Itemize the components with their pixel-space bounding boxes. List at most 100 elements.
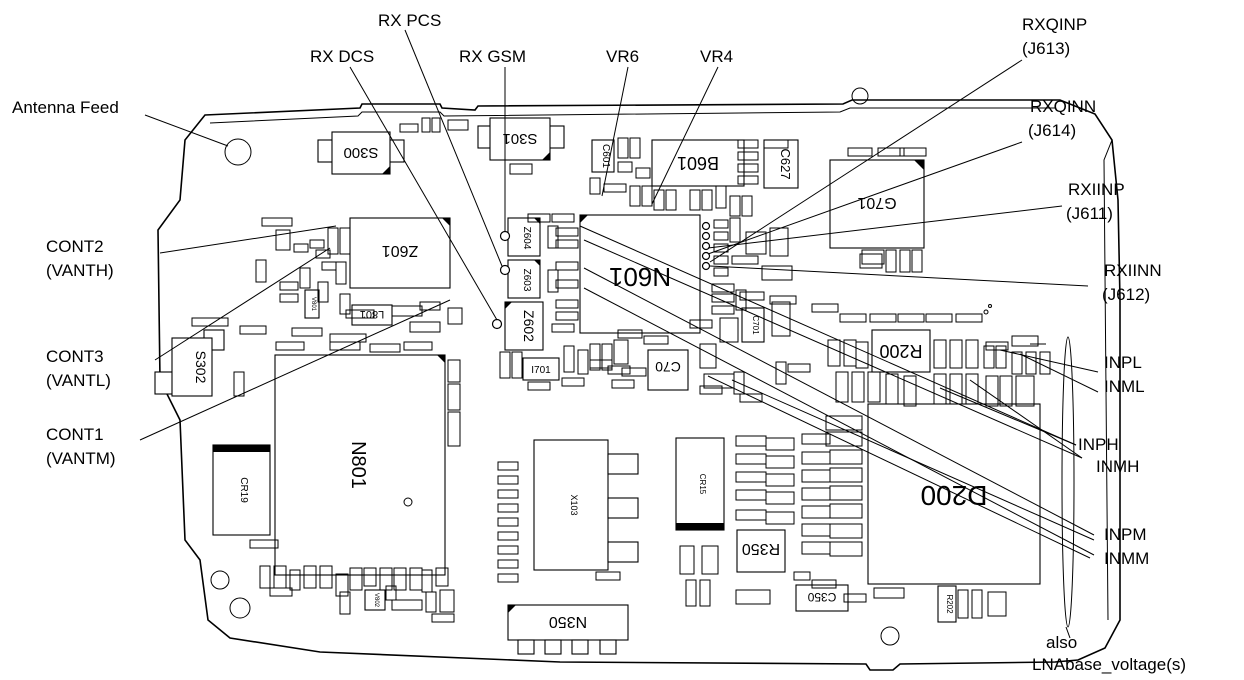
component-c601: C601 — [591, 139, 615, 173]
n601-pin-3 — [701, 241, 711, 251]
component-g701: G701 — [829, 159, 925, 249]
leader-inpm — [583, 267, 1095, 536]
leader-inpl — [999, 349, 1099, 373]
z602-test-point — [491, 318, 503, 330]
leader-rx-pcs — [404, 29, 503, 267]
component-n801: N801 — [274, 354, 446, 576]
l801-label: L801 — [360, 308, 384, 320]
leader-cont3 — [154, 247, 331, 361]
x103-label: X103 — [569, 494, 579, 515]
leader-antenna-feed — [144, 114, 229, 147]
component-z602: Z602 — [504, 301, 544, 351]
c601-label: C601 — [600, 144, 611, 168]
r200-label: R200 — [879, 341, 922, 361]
v801-label: V801 — [310, 297, 316, 312]
d200-label: D200 — [921, 480, 988, 511]
callout-cont3: CONT3 — [46, 347, 104, 366]
r202-label: R202 — [945, 594, 954, 614]
c627-label: C627 — [778, 148, 793, 179]
c350-label: C350 — [807, 590, 836, 604]
leader-cont2 — [159, 225, 337, 254]
leader-rxqinn — [707, 141, 1023, 255]
component-c350: C350 — [795, 584, 849, 612]
n350-label: N350 — [549, 613, 587, 630]
s300-label: S300 — [343, 144, 378, 161]
component-n601: N601 — [579, 214, 701, 334]
leader-lines — [139, 29, 1099, 639]
leader-rxiinn — [709, 265, 1089, 287]
callout-rx-gsm: RX GSM — [459, 47, 526, 66]
callout-cont1: CONT1 — [46, 425, 104, 444]
component-v802: V802 — [364, 589, 386, 611]
callout-rxqinn: RXQINN — [1030, 97, 1096, 116]
leader-inmm — [583, 287, 1095, 556]
callout-inml: INML — [1104, 377, 1145, 396]
component-z604: Z604 — [507, 217, 541, 257]
component-cr15: CR15 — [675, 437, 725, 531]
n801-label: N801 — [347, 441, 369, 489]
callout-labels: Antenna Feed RX PCS RX DCS RX GSM VR6 VR… — [12, 11, 1186, 674]
component-x103: X103 — [533, 439, 639, 571]
z603-test-point — [499, 264, 511, 276]
n601-pin-2 — [701, 231, 711, 241]
cr15-label: CR15 — [698, 474, 707, 495]
callout-vr4: VR4 — [700, 47, 733, 66]
callout-cont1-net: (VANTM) — [46, 449, 116, 468]
component-r202: R202 — [937, 585, 957, 623]
leader-vr6 — [601, 66, 629, 197]
component-b601: B601 — [651, 139, 745, 187]
s302-label: S302 — [193, 351, 209, 384]
callout-inpl: INPL — [1104, 353, 1142, 372]
leader-rxiinp — [707, 205, 1063, 249]
callout-inph: INPH — [1078, 435, 1119, 454]
leader-inmm-2 — [707, 375, 1091, 559]
callout-vr6: VR6 — [606, 47, 639, 66]
z604-label: Z604 — [521, 227, 532, 250]
callout-cont2: CONT2 — [46, 237, 104, 256]
component-i701: I701 — [522, 357, 560, 381]
leader-rxqinp — [709, 59, 1023, 263]
callout-inmm: INMM — [1104, 549, 1149, 568]
s301-label: S301 — [502, 130, 537, 147]
component-c70: C70 — [647, 349, 689, 391]
mount-hole-bottom-left-1 — [210, 570, 230, 590]
leader-cont1 — [139, 299, 451, 441]
leader-inmh-2 — [969, 379, 1083, 459]
callout-lna-also: also — [1046, 633, 1077, 652]
component-z603: Z603 — [507, 259, 541, 299]
callout-rxiinp-jack: (J611) — [1066, 204, 1113, 223]
mount-hole-top-left — [224, 138, 252, 166]
callout-rx-pcs: RX PCS — [378, 11, 441, 30]
callout-cont3-net: (VANTL) — [46, 371, 111, 390]
component-n350: N350 — [507, 604, 629, 655]
leader-vr4 — [651, 66, 719, 205]
silkscreen-marks — [983, 304, 1046, 345]
mount-hole-bottom-left-2 — [229, 597, 251, 619]
z603-label: Z603 — [521, 269, 532, 292]
callout-inmh: INMH — [1096, 457, 1139, 476]
component-d200: D200 — [867, 403, 1041, 585]
leader-inmh — [583, 239, 1083, 459]
callout-rxiinp: RXIINP — [1068, 180, 1125, 199]
callout-rxiinn: RXIINN — [1104, 261, 1162, 280]
g701-label: G701 — [857, 194, 896, 211]
board-outline — [157, 87, 1121, 671]
component-r350: R350 — [736, 529, 786, 573]
mount-hole-bottom-right — [880, 626, 900, 646]
z602-label: Z602 — [521, 310, 537, 342]
c701-label: C701 — [751, 315, 760, 335]
r350-label: R350 — [742, 540, 780, 557]
callout-rxiinn-jack: (J612) — [1102, 285, 1150, 304]
i701-label: I701 — [531, 365, 551, 376]
passive-components — [191, 117, 1051, 623]
n601-pin-1 — [701, 221, 711, 231]
component-s301: S301 — [477, 117, 565, 161]
callout-antenna-feed: Antenna Feed — [12, 98, 119, 117]
callout-inpm: INPM — [1104, 525, 1147, 544]
component-r200: R200 — [871, 329, 931, 373]
v802-label: V802 — [373, 593, 379, 608]
n601-pin-4 — [701, 251, 711, 261]
mount-hole-top-right — [851, 87, 869, 105]
z601-label: Z601 — [382, 242, 419, 259]
callout-rxqinp-jack: (J613) — [1022, 39, 1070, 58]
